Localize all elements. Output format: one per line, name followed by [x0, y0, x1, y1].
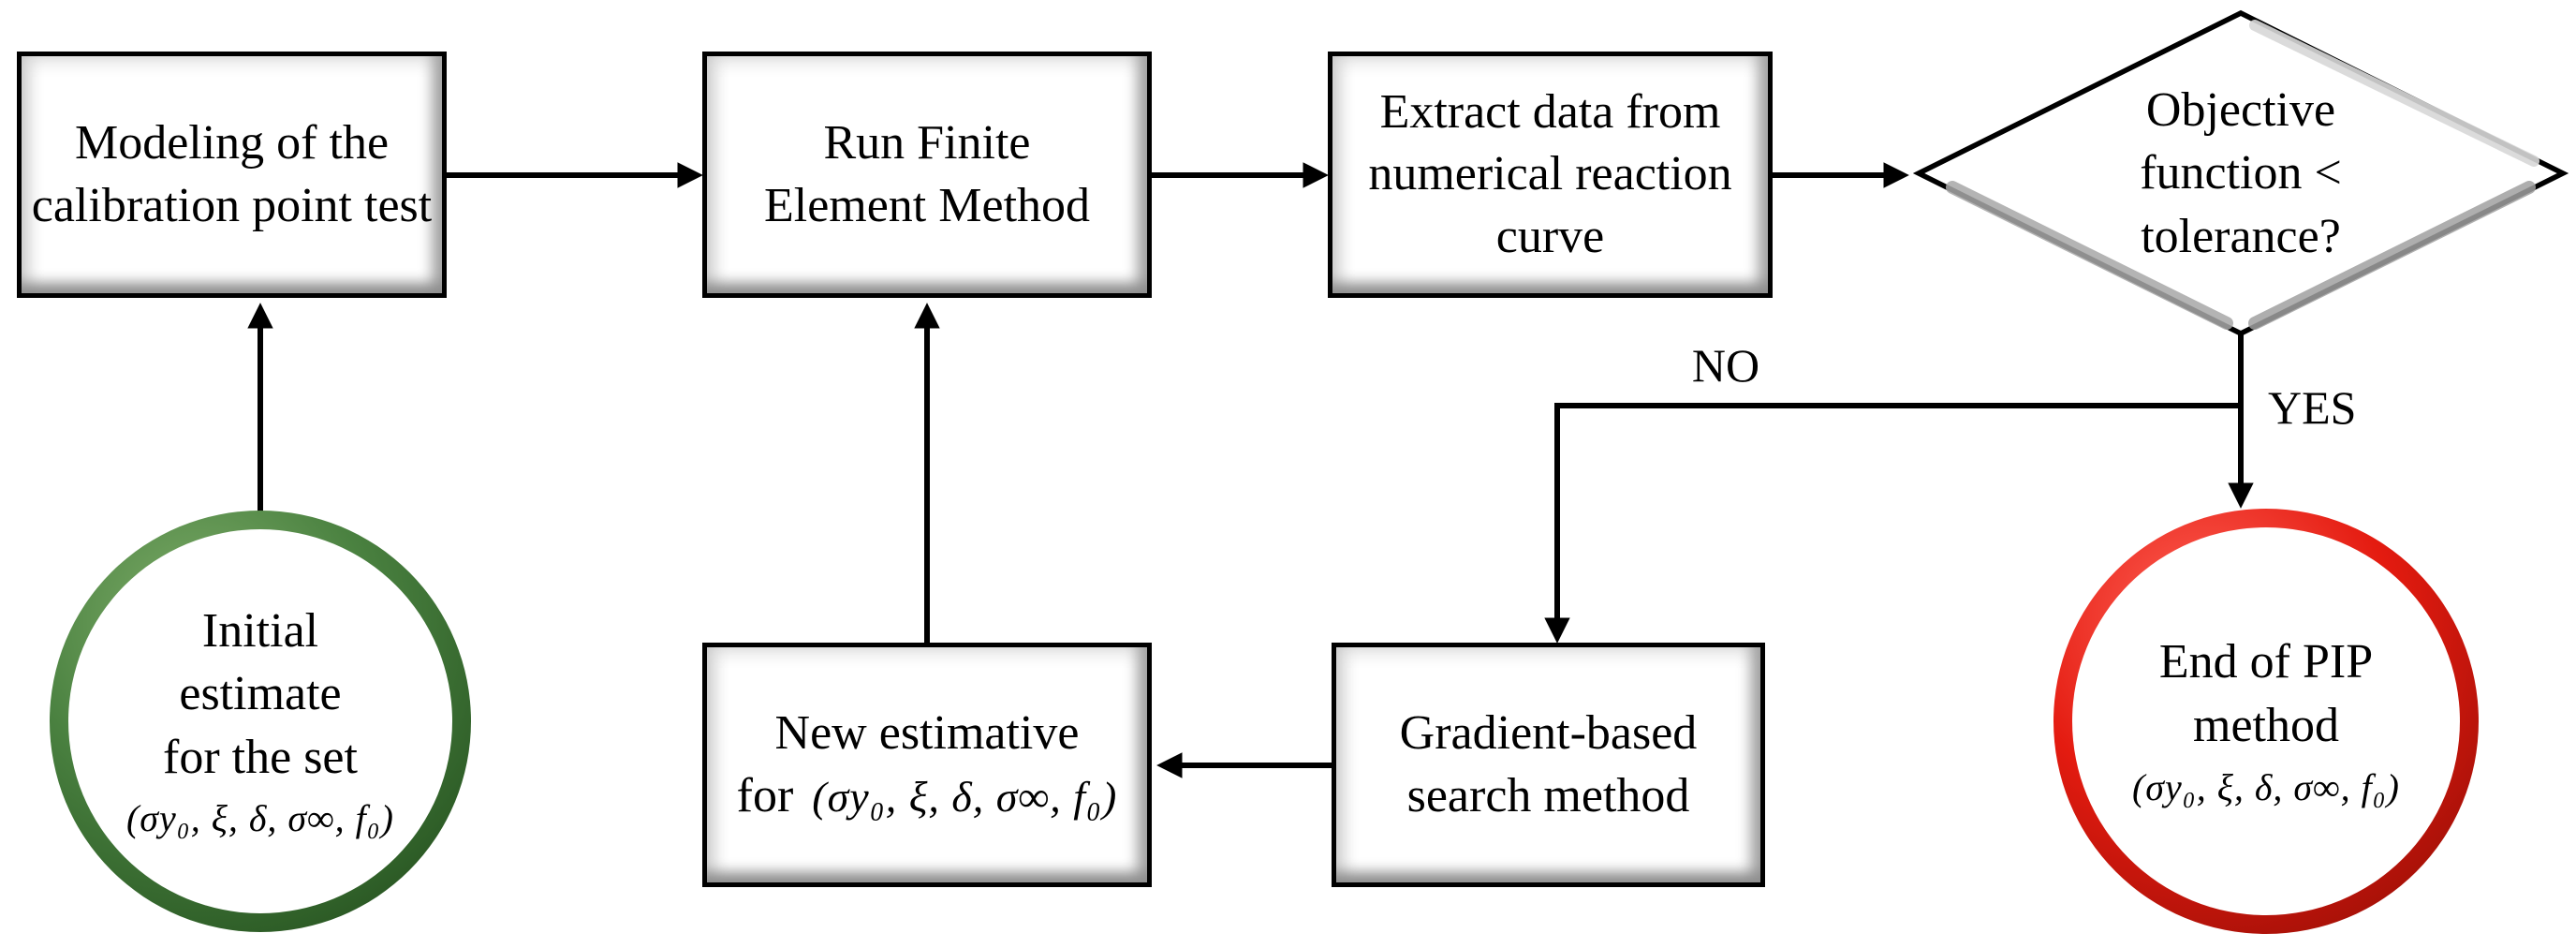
diamond-bevel-top-right	[2249, 20, 2539, 167]
branch-label-yes: YES	[2268, 381, 2357, 434]
box-text-line: Extract data from	[1379, 85, 1721, 140]
diamond-bevel-bottom-left	[1946, 181, 2233, 330]
box-text-line: curve	[1495, 209, 1605, 263]
terminal-text-line: End of PIP	[2158, 635, 2374, 689]
terminal-text-line: for the set	[163, 730, 358, 784]
terminal-text-line: estimate	[179, 667, 342, 721]
box-text-line: search method	[1406, 768, 1690, 822]
terminal-end-circle: End of PIP method (σy₀, ξ, δ, σ∞, f₀)	[2053, 509, 2479, 934]
box-text-line: for (σy₀, ξ, δ, σ∞, f₀)	[737, 765, 1118, 827]
process-box-modeling: Modeling of the calibration point test	[17, 52, 447, 298]
process-box-gradient-search: Gradient-based search method	[1332, 643, 1765, 887]
box-text-line: Run Finite	[823, 116, 1031, 170]
terminal-start-circle: Initial estimate for the set (σy₀, ξ, δ,…	[50, 511, 471, 932]
box-text-line: New estimative	[774, 706, 1080, 761]
box-text-line: Gradient-based	[1399, 706, 1698, 761]
terminal-text-line: Initial	[201, 603, 319, 658]
box-text-line: Modeling of the	[74, 116, 390, 170]
process-box-run-fem: Run Finite Element Method	[702, 52, 1152, 298]
process-box-new-estimate: New estimative for (σy₀, ξ, δ, σ∞, f₀)	[702, 643, 1152, 887]
decision-diamond-shape	[1912, 9, 2569, 337]
process-box-extract-data: Extract data from numerical reaction cur…	[1328, 52, 1773, 298]
box-text-line: calibration point test	[31, 178, 433, 232]
box-text-line: numerical reaction	[1368, 147, 1732, 201]
diamond-bevel-bottom-right	[2248, 181, 2536, 330]
terminal-start-params: (σy₀, ξ, δ, σ∞, f₀)	[125, 797, 394, 840]
new-estimate-prefix: for	[736, 768, 794, 822]
new-estimate-params: (σy₀, ξ, δ, σ∞, f₀)	[812, 772, 1118, 821]
branch-label-no: NO	[1691, 339, 1760, 392]
terminal-text-line: method	[2193, 699, 2339, 752]
box-text-line: Element Method	[763, 178, 1091, 232]
terminal-end-params: (σy₀, ξ, δ, σ∞, f₀)	[2131, 765, 2400, 808]
arrow-decision-no-to-gradient	[1544, 403, 2241, 644]
